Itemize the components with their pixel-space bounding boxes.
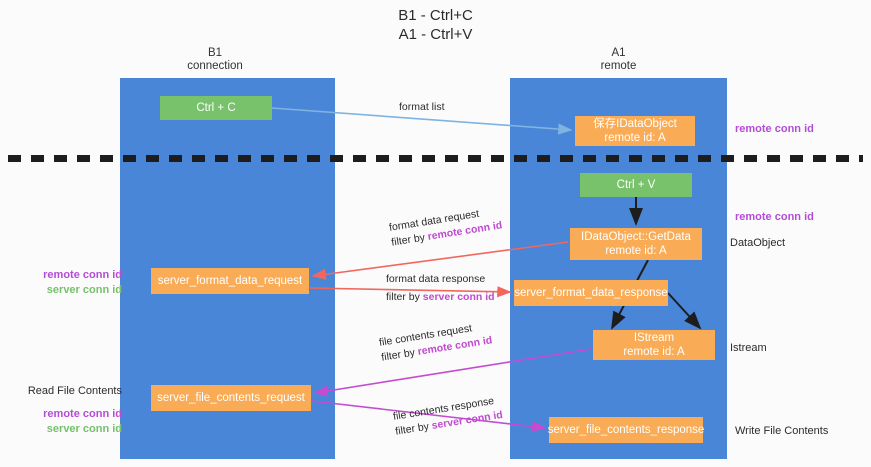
note-read-file-block: Read File Contents remote conn id server… (16, 384, 122, 437)
title-line-1: B1 - Ctrl+C (398, 7, 473, 24)
node-ctrl-v-label: Ctrl + V (616, 179, 656, 191)
lane-header-b1: B1 connection (120, 47, 310, 73)
edge-label-file-contents-response: file contents response filter by server … (392, 393, 504, 440)
node-istream-line2: remote id: A (623, 346, 685, 358)
edge-label-format-data-response: format data response filter by server co… (386, 272, 495, 305)
node-getdata-line1: IDataObject::GetData (581, 231, 691, 243)
note-remote-conn-id: remote conn id (43, 408, 122, 420)
filter-key-server-conn-id: server conn id (422, 291, 495, 303)
node-server-file-contents-response[interactable]: server_file_contents_response (547, 417, 705, 443)
lane-header-b1-name: B1 (207, 47, 223, 59)
note-read-file-contents: Read File Contents (27, 385, 122, 397)
note-conn-ids-upper: remote conn id server conn id (16, 268, 122, 298)
lane-header-a1-sub: remote (600, 60, 637, 72)
edge-label-format-data-request: format data request filter by remote con… (388, 203, 503, 250)
edge-label-format-data-response-line1: format data response (386, 273, 486, 285)
node-save-dataobject-line1: 保存IDataObject (593, 118, 677, 130)
phase-divider (8, 155, 863, 162)
node-getdata-line2: remote id: A (605, 245, 667, 257)
node-server-file-contents-request-label: server_file_contents_request (157, 392, 305, 404)
lane-header-a1: A1 remote (510, 47, 727, 73)
lane-header-a1-name: A1 (611, 47, 626, 59)
node-istream-line1: IStream (633, 332, 675, 344)
node-ctrl-v[interactable]: Ctrl + V (580, 173, 692, 197)
node-getdata[interactable]: IDataObject::GetData remote id: A (570, 228, 702, 260)
lane-header-b1-sub: connection (187, 60, 243, 72)
node-server-format-data-request-label: server_format_data_request (157, 275, 303, 287)
node-server-format-data-request[interactable]: server_format_data_request (151, 268, 309, 294)
edge-label-format-data-response-line2: filter by server conn id (386, 290, 495, 305)
note-write-file-contents: Write File Contents (735, 425, 829, 437)
node-ctrl-c-label: Ctrl + C (196, 102, 236, 114)
node-server-file-contents-request[interactable]: server_file_contents_request (151, 385, 311, 411)
edge-label-format-list: format list (399, 100, 445, 115)
title-line-2: A1 - Ctrl+V (398, 26, 473, 43)
note-istream: Istream (730, 342, 767, 354)
note-server-conn-id: server conn id (46, 284, 122, 296)
edge-label-format-list-text: format list (399, 101, 445, 113)
node-server-format-data-response[interactable]: server_format_data_response (514, 280, 668, 306)
node-save-dataobject-line2: remote id: A (604, 132, 666, 144)
filter-prefix: filter by (386, 291, 423, 303)
node-istream[interactable]: IStream remote id: A (593, 330, 715, 360)
node-ctrl-c[interactable]: Ctrl + C (160, 96, 272, 120)
note-remote-conn-id-top: remote conn id (735, 123, 814, 135)
note-remote-conn-id-mid: remote conn id (735, 211, 814, 223)
note-dataobject: DataObject (730, 237, 786, 249)
node-server-file-contents-response-label: server_file_contents_response (547, 424, 705, 436)
edge-label-file-contents-request: file contents request filter by remote c… (378, 318, 493, 365)
node-server-format-data-response-label: server_format_data_response (514, 287, 668, 299)
page-title: B1 - Ctrl+C A1 - Ctrl+V (0, 6, 871, 44)
node-save-dataobject[interactable]: 保存IDataObject remote id: A (575, 116, 695, 146)
note-remote-conn-id: remote conn id (43, 269, 122, 281)
note-server-conn-id: server conn id (46, 423, 122, 435)
